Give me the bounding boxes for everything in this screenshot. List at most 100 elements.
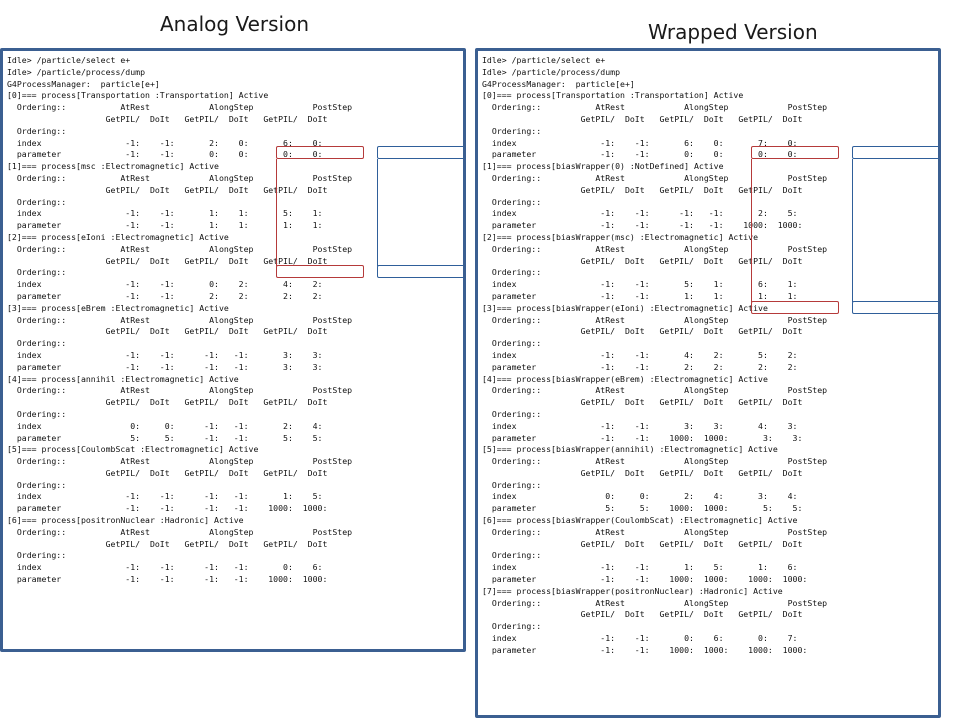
terminal-line: index -1: -1: -1: -1: 3: 3:: [7, 349, 323, 360]
terminal-line: [2]=== process[eIoni :Electromagnetic] A…: [7, 231, 229, 242]
terminal-line: Ordering::: [7, 479, 67, 490]
terminal-line: Ordering:: AtRest AlongStep PostStep: [482, 597, 828, 608]
terminal-line: GetPIL/ DoIt GetPIL/ DoIt GetPIL/ DoIt: [482, 113, 803, 124]
analog-terminal-panel[interactable]: Idle> /particle/select e+Idle> /particle…: [0, 48, 466, 652]
terminal-line: GetPIL/ DoIt GetPIL/ DoIt GetPIL/ DoIt: [482, 326, 803, 337]
analog-poststep-index-highlight-1: [377, 265, 463, 278]
terminal-line: GetPIL/ DoIt GetPIL/ DoIt GetPIL/ DoIt: [482, 538, 803, 549]
terminal-line: GetPIL/ DoIt GetPIL/ DoIt GetPIL/ DoIt: [482, 467, 803, 478]
terminal-line: [0]=== process[Transportation :Transport…: [7, 90, 269, 101]
terminal-line: [6]=== process[positronNuclear :Hadronic…: [7, 515, 244, 526]
terminal-line: index -1: -1: -1: -1: 1: 5:: [7, 491, 323, 502]
terminal-line: index -1: -1: 2: 0: 6: 0:: [7, 137, 323, 148]
terminal-line: Ordering:: AtRest AlongStep PostStep: [482, 526, 828, 537]
analog-version-title: Analog Version: [160, 12, 310, 36]
terminal-line: Ordering:: AtRest AlongStep PostStep: [482, 172, 828, 183]
analog-alongstep-index-highlight-0: [276, 146, 364, 159]
terminal-line: GetPIL/ DoIt GetPIL/ DoIt GetPIL/ DoIt: [482, 255, 803, 266]
terminal-line: index 0: 0: -1: -1: 2: 4:: [7, 420, 323, 431]
terminal-line: Ordering::: [482, 267, 542, 278]
wrapped-poststep-index-highlight-0: [852, 146, 938, 159]
terminal-line: GetPIL/ DoIt GetPIL/ DoIt GetPIL/ DoIt: [7, 467, 328, 478]
terminal-line: Idle> /particle/select e+: [7, 55, 131, 65]
terminal-line: [1]=== process[msc :Electromagnetic] Act…: [7, 161, 219, 172]
terminal-line: GetPIL/ DoIt GetPIL/ DoIt GetPIL/ DoIt: [7, 113, 328, 124]
terminal-line: index -1: -1: 3: 3: 4: 3:: [482, 420, 798, 431]
wrapped-alongstep-index-highlight-0: [751, 146, 839, 159]
terminal-line: index -1: -1: 0: 6: 0: 7:: [482, 633, 798, 644]
terminal-line: index -1: -1: -1: -1: 2: 5:: [482, 208, 798, 219]
terminal-line: Ordering:: AtRest AlongStep PostStep: [7, 102, 353, 113]
terminal-line: parameter -1: -1: -1: -1: 1000: 1000:: [482, 220, 803, 231]
terminal-line: parameter -1: -1: -1: -1: 1000: 1000:: [7, 574, 328, 585]
terminal-line: parameter 5: 5: -1: -1: 5: 5:: [7, 432, 323, 443]
terminal-line: [4]=== process[annihil :Electromagnetic]…: [7, 373, 239, 384]
terminal-line: index -1: -1: 1: 1: 5: 1:: [7, 208, 323, 219]
terminal-line: index -1: -1: 0: 2: 4: 2:: [7, 279, 323, 290]
terminal-line: parameter -1: -1: 0: 0: 0: 0:: [482, 149, 798, 160]
terminal-line: Ordering::: [7, 196, 67, 207]
terminal-line: GetPIL/ DoIt GetPIL/ DoIt GetPIL/ DoIt: [7, 538, 328, 549]
analog-poststep-connector: [377, 159, 378, 266]
terminal-line: GetPIL/ DoIt GetPIL/ DoIt GetPIL/ DoIt: [7, 397, 328, 408]
terminal-line: G4ProcessManager: particle[e+]: [482, 78, 635, 89]
wrapped-terminal-output: Idle> /particle/select e+Idle> /particle…: [482, 55, 827, 657]
terminal-line: Ordering:: AtRest AlongStep PostStep: [482, 102, 828, 113]
terminal-line: [2]=== process[biasWrapper(msc) :Electro…: [482, 231, 759, 242]
terminal-line: [7]=== process[biasWrapper(positronNucle…: [482, 585, 783, 596]
wrapped-version-title: Wrapped Version: [648, 20, 818, 44]
terminal-line: Idle> /particle/select e+: [482, 55, 606, 65]
terminal-line: [6]=== process[biasWrapper(CoulombScat) …: [482, 515, 798, 526]
terminal-line: GetPIL/ DoIt GetPIL/ DoIt GetPIL/ DoIt: [7, 184, 328, 195]
terminal-line: Ordering::: [482, 550, 542, 561]
terminal-line: parameter -1: -1: 1000: 1000: 1000: 1000…: [482, 574, 808, 585]
analog-poststep-index-highlight-0: [377, 146, 463, 159]
terminal-line: index -1: -1: -1: -1: 0: 6:: [7, 562, 323, 573]
terminal-line: Ordering:: AtRest AlongStep PostStep: [7, 243, 353, 254]
terminal-line: Ordering:: AtRest AlongStep PostStep: [7, 456, 353, 467]
terminal-line: Ordering:: AtRest AlongStep PostStep: [482, 456, 828, 467]
analog-alongstep-connector: [276, 159, 277, 266]
terminal-line: GetPIL/ DoIt GetPIL/ DoIt GetPIL/ DoIt: [482, 397, 803, 408]
terminal-line: index 0: 0: 2: 4: 3: 4:: [482, 491, 798, 502]
terminal-line: index -1: -1: 4: 2: 5: 2:: [482, 349, 798, 360]
wrapped-alongstep-index-highlight-1: [751, 301, 839, 314]
terminal-line: Ordering::: [482, 621, 542, 632]
terminal-line: Ordering::: [7, 550, 67, 561]
terminal-line: Ordering::: [7, 267, 67, 278]
terminal-line: parameter -1: -1: 1: 1: 1: 1:: [482, 290, 798, 301]
terminal-line: parameter -1: -1: 1000: 1000: 3: 3:: [482, 432, 803, 443]
terminal-line: [4]=== process[biasWrapper(eBrem) :Elect…: [482, 373, 768, 384]
terminal-line: Ordering:: AtRest AlongStep PostStep: [482, 314, 828, 325]
terminal-line: Ordering::: [7, 408, 67, 419]
terminal-line: parameter -1: -1: 2: 2: 2: 2:: [482, 361, 798, 372]
terminal-line: GetPIL/ DoIt GetPIL/ DoIt GetPIL/ DoIt: [7, 255, 328, 266]
terminal-line: G4ProcessManager: particle[e+]: [7, 78, 160, 89]
terminal-line: [0]=== process[Transportation :Transport…: [482, 90, 744, 101]
terminal-line: index -1: -1: 5: 1: 6: 1:: [482, 279, 798, 290]
analog-alongstep-index-highlight-1: [276, 265, 364, 278]
terminal-line: Ordering::: [7, 125, 67, 136]
terminal-line: [5]=== process[biasWrapper(annihil) :Ele…: [482, 444, 778, 455]
terminal-line: Ordering:: AtRest AlongStep PostStep: [7, 385, 353, 396]
terminal-line: Ordering::: [482, 408, 542, 419]
terminal-line: Ordering:: AtRest AlongStep PostStep: [482, 243, 828, 254]
terminal-line: Ordering::: [482, 479, 542, 490]
terminal-line: parameter -1: -1: 2: 2: 2: 2:: [7, 290, 323, 301]
terminal-line: parameter -1: -1: 1000: 1000: 1000: 1000…: [482, 644, 808, 655]
terminal-line: Ordering:: AtRest AlongStep PostStep: [7, 526, 353, 537]
terminal-line: GetPIL/ DoIt GetPIL/ DoIt GetPIL/ DoIt: [482, 184, 803, 195]
wrapped-poststep-index-highlight-1: [852, 301, 938, 314]
terminal-line: Idle> /particle/process/dump: [482, 66, 621, 77]
wrapped-terminal-panel[interactable]: Idle> /particle/select e+Idle> /particle…: [475, 48, 941, 718]
terminal-line: GetPIL/ DoIt GetPIL/ DoIt GetPIL/ DoIt: [482, 609, 803, 620]
terminal-line: [5]=== process[CoulombScat :Electromagne…: [7, 444, 259, 455]
wrapped-poststep-connector: [852, 159, 853, 302]
terminal-line: index -1: -1: 1: 5: 1: 6:: [482, 562, 798, 573]
wrapped-alongstep-connector: [751, 159, 752, 302]
terminal-line: [3]=== process[eBrem :Electromagnetic] A…: [7, 302, 229, 313]
terminal-line: GetPIL/ DoIt GetPIL/ DoIt GetPIL/ DoIt: [7, 326, 328, 337]
terminal-line: Ordering:: AtRest AlongStep PostStep: [482, 385, 828, 396]
terminal-line: Ordering:: AtRest AlongStep PostStep: [7, 314, 353, 325]
terminal-line: [1]=== process[biasWrapper(0) :NotDefine…: [482, 161, 724, 172]
